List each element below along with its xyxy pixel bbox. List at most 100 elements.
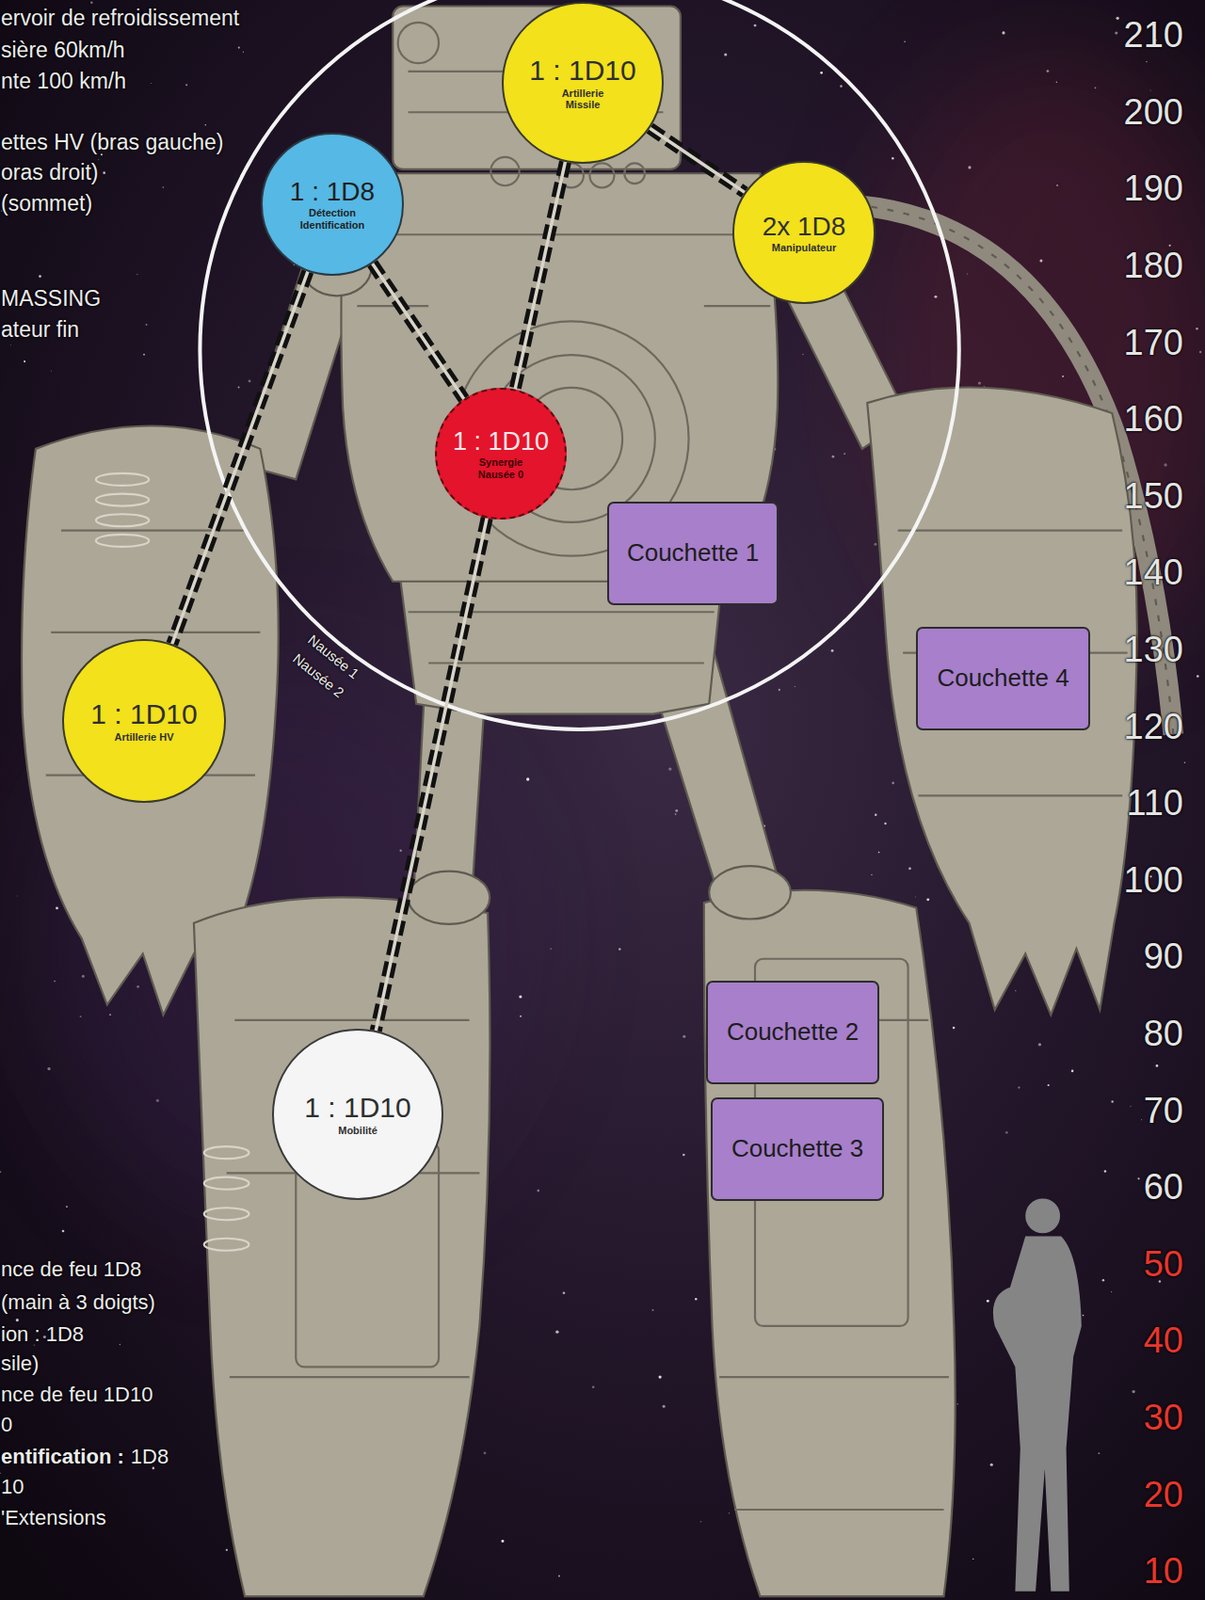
star xyxy=(592,1386,595,1390)
star xyxy=(1102,1279,1105,1282)
spec-text: ateur fin xyxy=(0,317,80,344)
star xyxy=(819,71,823,75)
star xyxy=(1014,990,1016,992)
spec-text: nce de feu 1D8 xyxy=(0,1257,142,1283)
robot xyxy=(21,0,1173,1597)
star xyxy=(700,1521,703,1524)
star xyxy=(80,1015,82,1018)
star xyxy=(1005,1131,1009,1135)
star xyxy=(1097,1452,1100,1455)
node-title: 1 : 1D10 xyxy=(90,698,197,732)
star xyxy=(483,1451,487,1455)
star xyxy=(161,186,164,189)
robot-knee xyxy=(408,871,491,925)
node-title: 1 : 1D10 xyxy=(529,54,636,88)
star xyxy=(1110,1291,1112,1293)
star xyxy=(1145,61,1147,63)
star xyxy=(50,369,52,371)
star xyxy=(1061,375,1064,378)
star xyxy=(926,898,930,901)
star xyxy=(662,1405,666,1409)
star xyxy=(1046,69,1050,73)
star xyxy=(65,1205,68,1208)
spec-text: MASSING xyxy=(0,286,101,313)
star xyxy=(38,274,42,278)
head-lens xyxy=(624,162,645,184)
star xyxy=(1131,1390,1135,1394)
scale-number: 50 xyxy=(1143,1243,1184,1287)
star xyxy=(225,1549,228,1552)
spring-coil xyxy=(96,473,149,486)
dashed-link xyxy=(375,517,487,1031)
star xyxy=(1110,1100,1113,1103)
spec-text: ervoir de refroidissement xyxy=(0,5,240,33)
star xyxy=(1150,89,1152,91)
scale-number: 120 xyxy=(1124,706,1184,750)
spec-text: 1D8 xyxy=(130,1445,169,1470)
star xyxy=(1056,80,1058,82)
spec-text: sière 60km/h xyxy=(0,37,126,65)
star xyxy=(831,649,835,653)
star xyxy=(694,1298,697,1301)
stat-circle: 2x 1D8Manipulateur xyxy=(732,160,876,305)
star xyxy=(674,809,678,813)
spec-text: 'Extensions xyxy=(0,1506,107,1531)
bunk-box: Couchette 2 xyxy=(706,980,880,1085)
star xyxy=(903,40,906,43)
node-title: 2x 1D8 xyxy=(762,211,847,242)
star xyxy=(972,1558,974,1560)
node-title: Couchette 4 xyxy=(936,664,1069,693)
star xyxy=(978,382,981,386)
dashed-link xyxy=(372,263,465,400)
star xyxy=(883,822,886,825)
stat-circle: 1 : 1D10Artillerie Missile xyxy=(501,1,664,164)
star xyxy=(102,171,106,175)
stat-circle: 1 : 1D10Synergie Nausée 0 xyxy=(434,387,567,520)
star xyxy=(1104,1170,1108,1173)
link-rail xyxy=(514,161,565,390)
spec-text: nte 100 km/h xyxy=(0,68,127,96)
star xyxy=(518,995,522,998)
star xyxy=(242,51,244,53)
link-rail xyxy=(649,128,745,193)
star xyxy=(1056,184,1059,187)
robot-body xyxy=(21,6,1138,1598)
link-rail xyxy=(372,263,465,400)
head-lens xyxy=(589,162,614,188)
scale-number: 110 xyxy=(1125,782,1184,826)
node-subtitle: Mobilité xyxy=(337,1124,378,1138)
star xyxy=(145,323,148,326)
star xyxy=(0,1171,1,1173)
spec-text: 10 xyxy=(0,1475,24,1500)
star xyxy=(555,1330,559,1334)
spring-coil xyxy=(204,1207,250,1221)
spring-coil xyxy=(96,494,149,507)
scale-number: 150 xyxy=(1124,475,1184,519)
star xyxy=(90,0,93,3)
star xyxy=(537,1189,540,1192)
dashed-link xyxy=(514,161,565,390)
head-lens xyxy=(490,157,519,186)
leg-panel-lines xyxy=(226,1020,949,1511)
star xyxy=(870,874,872,876)
head-sensor xyxy=(398,22,439,64)
star xyxy=(238,385,241,388)
node-subtitle: Manipulateur xyxy=(771,241,836,255)
star xyxy=(16,895,19,898)
star xyxy=(519,1015,522,1018)
dashed-link xyxy=(649,128,745,193)
star xyxy=(119,1344,122,1347)
star xyxy=(674,813,677,816)
human-head xyxy=(1025,1198,1061,1234)
star xyxy=(16,1318,19,1322)
scale-number: 160 xyxy=(1124,398,1184,442)
star xyxy=(1129,1106,1131,1108)
star xyxy=(618,947,621,950)
spec-text: entification : xyxy=(0,1445,125,1470)
spring-coil xyxy=(204,1177,250,1190)
scale-number: 200 xyxy=(1124,91,1184,135)
scale-number: 170 xyxy=(1124,321,1184,366)
star xyxy=(682,1154,686,1157)
star xyxy=(832,455,836,459)
node-title: 1 : 1D10 xyxy=(452,427,549,457)
